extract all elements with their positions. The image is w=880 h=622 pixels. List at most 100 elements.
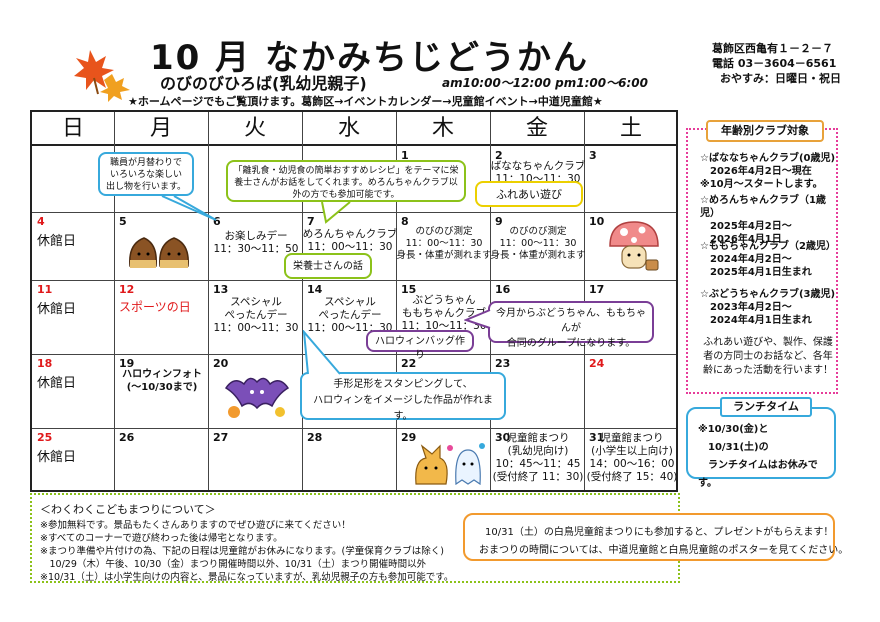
page-title: 10 月 なかみちじどうかん — [150, 38, 589, 78]
day-number: 7 — [307, 215, 315, 228]
callout-pointer — [321, 201, 351, 224]
day-cell: 14 スペシャル ぺったんデー 11：00～11：30 — [302, 280, 396, 354]
contact-info: 葛飾区西亀有１－２－７ 電話 03－3604－6561 おやすみ：日曜日・祝日 — [712, 41, 841, 86]
day-cell: 11 休館日 — [32, 280, 114, 354]
day-cell: 12 スポーツの日 — [114, 280, 208, 354]
closed-label: 休館日 — [37, 234, 77, 249]
weekday-thu: 木 — [431, 116, 454, 141]
festival-note: 10/29（木）午後、10/30（金）まつり開催時間以外、10/31（土）まつり… — [40, 559, 427, 570]
day-cell: 23 — [490, 354, 584, 428]
club-peach: ☆ももちゃんクラブ（2歳児） 2024年4月2日～ 2025年4月1日生まれ — [700, 241, 836, 278]
halloween-cat-ghost-illustration-icon — [415, 443, 485, 486]
weekday-sat: 土 — [619, 116, 642, 141]
day-cell: 25 休館日 — [32, 428, 114, 492]
callout-halloween-bag: ハロウィンバッグ作り — [366, 330, 474, 361]
weekday-wed: 水 — [337, 116, 360, 141]
callout-pointer — [464, 309, 491, 329]
closed-label: 休館日 — [37, 376, 77, 391]
day-cell: 20 — [208, 354, 302, 428]
festival-info-box: ＜わくわくこどもまつりについて＞ ※参加無料です。景品もたくさんありますのでぜひ… — [30, 493, 680, 583]
club-info-header: 年齢別クラブ対象 — [706, 120, 824, 142]
grid-line — [490, 112, 491, 490]
weekday-mon: 月 — [149, 116, 172, 141]
calendar-grid: 日 月 火 水 木 金 土 1 2 ばななちゃんクラブ 11：10～11：30 … — [30, 110, 678, 492]
address: 葛飾区西亀有１－２－７ — [712, 42, 833, 55]
day-number: 10 — [589, 215, 605, 228]
day-number: 19 — [119, 357, 135, 370]
day-number: 30 — [495, 431, 511, 444]
day-cell: 5 — [114, 212, 208, 280]
day-number: 24 — [589, 357, 605, 370]
day-cell: 7 めろんちゃんクラブ 11：00～11：30 — [302, 212, 398, 280]
festival-note: ※参加無料です。景品もたくさんありますのでぜひ遊びに来てください！ — [40, 520, 351, 531]
day-cell: 9 のびのび測定 11：00～11：30 身長・体重が測れます — [490, 212, 586, 280]
day-cell: 30 児童館まつり (乳幼児向け) 10：45～11：45 (受付終了 11：3… — [490, 428, 584, 492]
festival-callout-line: おまつりの時間については、中道児童館と白鳥児童館のポスターを見てください。 — [479, 545, 849, 556]
lunch-time-panel: ランチタイム ※10/30(金)と 10/31(土)の ランチタイムはお休みです… — [686, 397, 836, 489]
day-cell: 22 — [396, 354, 490, 428]
grid-line — [32, 280, 676, 281]
day-number: 27 — [213, 431, 229, 444]
day-number: 15 — [401, 283, 417, 296]
festival-note: ※10/31（土）は小学生向けの内容と、景品になっていますが、乳幼児親子の方も参… — [40, 572, 454, 583]
event-fun-day: お楽しみデー 11：30～11：50 — [213, 230, 299, 255]
halloween-bat-illustration-icon — [224, 377, 290, 418]
callout-staff-shows: 職員が月替わりで いろいろな楽しい 出し物を行います。 — [98, 152, 194, 196]
program-subtitle: のびのびひろば(乳幼児親子) — [160, 74, 367, 93]
day-cell: 8 のびのび測定 11：00～11：30 身長・体重が測れます — [396, 212, 492, 280]
day-number: 31 — [589, 431, 605, 444]
callout-shiratori-festival: 10/31（土）の白鳥児童館まつりにも参加すると、プレゼントがもらえます！ おま… — [463, 513, 848, 561]
day-cell: 29 — [396, 428, 490, 492]
homepage-notice: ★ホームページでもご覧頂けます。葛飾区→イベントカレンダー→児童館イベント→中道… — [128, 95, 603, 108]
festival-callout-line: 10/31（土）の白鳥児童館まつりにも参加すると、プレゼントがもらえます！ — [485, 527, 834, 538]
callout-nutritionist: 「離乳食・幼児食の簡単おすすめレシピ」をテーマに栄養士さんがお話をしてくれます。… — [226, 160, 466, 202]
day-number: 6 — [213, 215, 221, 228]
callout-pointer — [161, 195, 217, 221]
weekday-fri: 金 — [525, 116, 548, 141]
mushroom-illustration-icon — [609, 221, 659, 271]
event-special-pettan-day: スペシャル ぺったんデー 11：00～11：30 — [213, 296, 299, 334]
day-number: 13 — [213, 283, 229, 296]
day-cell: 16 — [490, 280, 584, 354]
day-number: 4 — [37, 215, 45, 228]
day-number: 29 — [401, 431, 417, 444]
grid-line — [32, 428, 676, 429]
event-melon-club: めろんちゃんクラブ 11：00～11：30 — [302, 228, 398, 253]
day-cell: 13 スペシャル ぺったんデー 11：00～11：30 — [208, 280, 302, 354]
weekday-sun: 日 — [61, 116, 84, 141]
grid-line — [32, 212, 676, 213]
grid-line — [114, 112, 115, 490]
grid-line — [208, 112, 209, 490]
day-cell: 10 — [584, 212, 678, 280]
autumn-leaves-icon — [74, 50, 130, 102]
day-number: 14 — [307, 283, 323, 296]
closed-label: 休館日 — [37, 450, 77, 465]
day-cell: 6 お楽しみデー 11：30～11：50 — [208, 212, 302, 280]
day-number: 5 — [119, 215, 127, 228]
event-measurement: のびのび測定 11：00～11：30 身長・体重が測れます — [490, 226, 586, 261]
day-cell: 17 — [584, 280, 678, 354]
day-number: 28 — [307, 431, 323, 444]
day-number: 16 — [495, 283, 511, 296]
day-cell: 27 — [208, 428, 302, 492]
day-cell: 28 — [302, 428, 396, 492]
lunch-time-notice: ※10/30(金)と 10/31(土)の ランチタイムはお休みです。 — [698, 424, 818, 489]
event-halloween-photo: ハロウィンフォト (～10/30まで) — [122, 369, 202, 393]
callout-group-merge: 今月からぶどうちゃん、ももちゃんが 合同のグループになります。 — [488, 301, 654, 349]
callout-pointer — [302, 330, 341, 375]
lunch-time-header: ランチタイム — [720, 397, 812, 417]
event-measurement: のびのび測定 11：00～11：30 身長・体重が測れます — [396, 226, 492, 261]
day-number: 1 — [401, 149, 409, 162]
closed-label: 休館日 — [37, 302, 77, 317]
event-special-pettan-day: スペシャル ぺったんデー 11：00～11：30 — [307, 296, 393, 334]
day-cell: 15 ぶどうちゃん ももちゃんクラブ 11：10～11：30 — [396, 280, 490, 354]
grid-line — [302, 112, 303, 490]
weekday-header: 日 月 火 水 木 金 土 — [32, 112, 676, 146]
day-cell: 18 休館日 — [32, 354, 114, 428]
grid-line — [32, 354, 676, 355]
callout-fureai-asobi: ふれあい遊び — [475, 181, 583, 207]
grid-line — [396, 112, 397, 490]
weekday-tue: 火 — [243, 116, 266, 141]
holiday-sports-day: スポーツの日 — [119, 300, 191, 314]
day-number: 17 — [589, 283, 605, 296]
